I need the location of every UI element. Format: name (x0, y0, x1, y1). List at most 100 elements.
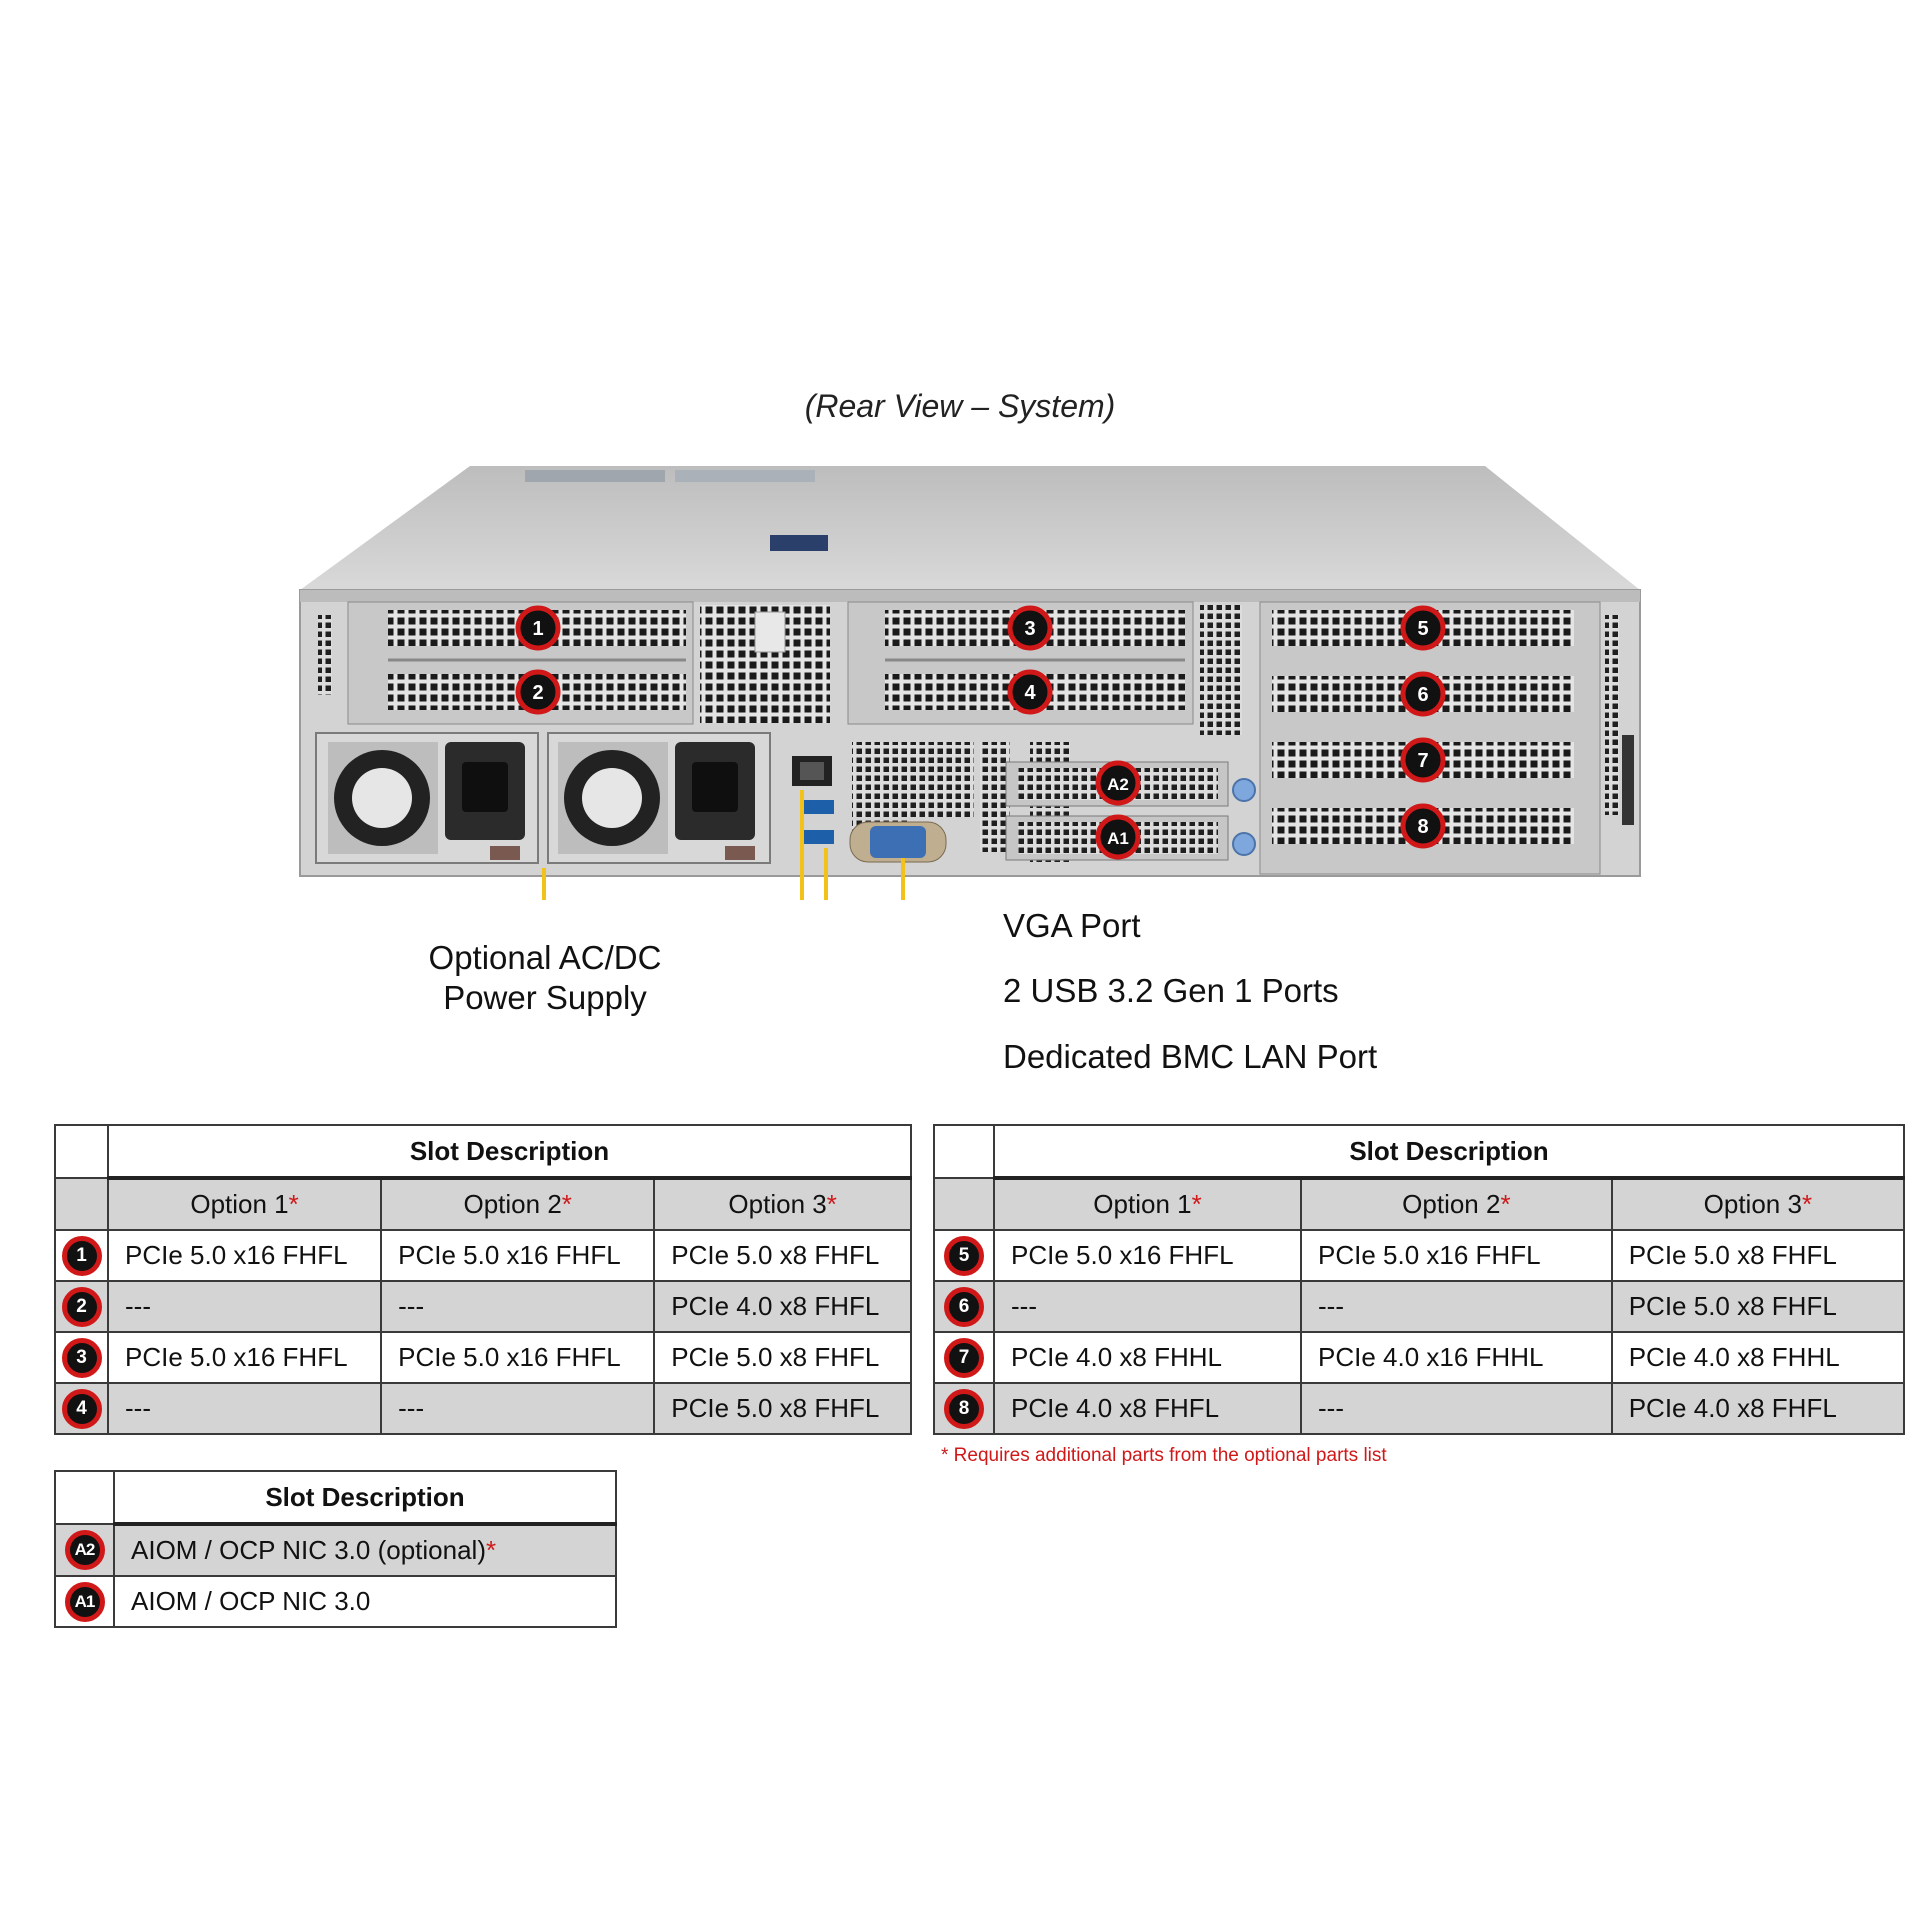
slot-table-aiom: Slot Description A2 AIOM / OCP NIC 3.0 (… (54, 1470, 617, 1628)
diagram-title: (Rear View – System) (804, 388, 1116, 424)
required-mark: * (826, 1189, 837, 1219)
table-cell: PCIe 5.0 x8 FHFL (1610, 1229, 1906, 1282)
vga-callout: VGA Port (1003, 907, 1141, 944)
table-cell: AIOM / OCP NIC 3.0 (113, 1575, 617, 1628)
table-cell: --- (106, 1280, 383, 1333)
slot-badge: 3 (61, 1337, 102, 1378)
table-cell: PCIe 5.0 x16 FHFL (106, 1331, 383, 1384)
table-cell: PCIe 4.0 x8 FHFL (992, 1382, 1303, 1435)
chassis-badge-5: 5 (1400, 605, 1446, 651)
table-cell: --- (992, 1280, 1303, 1333)
corner-cell (54, 1124, 109, 1179)
table-cell: PCIe 4.0 x8 FHHL (992, 1331, 1303, 1384)
table-cell: PCIe 5.0 x8 FHFL (1610, 1280, 1906, 1333)
table-row: A1 AIOM / OCP NIC 3.0 (54, 1575, 617, 1628)
option-label: Option 2 (1402, 1189, 1501, 1219)
option-label: Option 3 (728, 1189, 827, 1219)
table-header: Slot Description (107, 1124, 912, 1180)
slot-badge: A1 (64, 1581, 105, 1622)
table-row: 6 --- --- PCIe 5.0 x8 FHFL (933, 1280, 1906, 1333)
table-cell: PCIe 4.0 x8 FHHL (1610, 1331, 1906, 1384)
chassis-badge-label: 6 (1417, 684, 1428, 706)
chassis-badge-a1: A1 (1095, 814, 1141, 860)
chassis-badge-label: 8 (1417, 816, 1428, 838)
usb-port-1-shape (800, 800, 834, 814)
slot-badge: 4 (61, 1388, 102, 1429)
slot-badge: 8 (944, 1388, 984, 1429)
chassis-badge-label: 2 (532, 682, 543, 704)
required-mark: * (1191, 1189, 1202, 1219)
chassis-badge-4: 4 (1007, 669, 1053, 715)
table-cell: PCIe 4.0 x8 FHFL (653, 1280, 912, 1333)
table-cell: PCIe 5.0 x16 FHFL (106, 1229, 383, 1282)
slot-table-right: Slot Description Option 1* Option 2* Opt… (933, 1124, 1906, 1435)
table-cell: --- (380, 1382, 656, 1435)
corner-cell (54, 1177, 109, 1231)
table-cell: PCIe 4.0 x8 FHFL (1610, 1382, 1906, 1435)
chassis-badge-a2: A2 (1095, 760, 1141, 806)
chassis-badge-3: 3 (1007, 605, 1053, 651)
slot-badge: 7 (944, 1337, 984, 1378)
table-cell: PCIe 5.0 x16 FHFL (380, 1229, 656, 1282)
chassis-badge-1: 1 (515, 605, 561, 651)
chassis-badge-2: 2 (515, 669, 561, 715)
chassis-badge-label: 4 (1024, 682, 1036, 704)
corner-cell (933, 1177, 995, 1231)
table-row: 4 --- --- PCIe 5.0 x8 FHFL (54, 1382, 912, 1435)
table-cell: AIOM / OCP NIC 3.0 (optional)* (113, 1523, 617, 1577)
chassis-badge-label: 3 (1024, 618, 1035, 640)
required-mark: * (1801, 1189, 1813, 1219)
chassis-top (300, 466, 1640, 590)
table-row: A2 AIOM / OCP NIC 3.0 (optional)* (54, 1523, 617, 1577)
chassis-badge-label: 5 (1417, 618, 1428, 640)
slot-badge: A2 (64, 1530, 105, 1570)
aiom-description: AIOM / OCP NIC 3.0 (131, 1586, 371, 1616)
table-cell: PCIe 5.0 x16 FHFL (1300, 1229, 1613, 1282)
table-row: 8 PCIe 4.0 x8 FHFL --- PCIe 4.0 x8 FHFL (933, 1382, 1906, 1435)
table-row: 5 PCIe 5.0 x16 FHFL PCIe 5.0 x16 FHFL PC… (933, 1229, 1906, 1282)
table-cell: PCIe 5.0 x8 FHFL (653, 1382, 912, 1435)
psu-callout-line2: Power Supply (443, 979, 647, 1016)
aiom-description: AIOM / OCP NIC 3.0 (optional) (131, 1535, 486, 1565)
chassis-badge-label: A2 (1107, 775, 1129, 794)
bmc-callout: Dedicated BMC LAN Port (1003, 1038, 1378, 1075)
option-label: Option 1 (190, 1189, 289, 1219)
option-header: Option 3* (653, 1177, 912, 1231)
table-cell: PCIe 5.0 x8 FHFL (653, 1229, 912, 1282)
table-cell: PCIe 5.0 x16 FHFL (992, 1229, 1303, 1282)
required-mark: * (1500, 1189, 1511, 1219)
option-label: Option 2 (463, 1189, 562, 1219)
power-supply-1 (315, 732, 539, 864)
vga-port-shape (849, 821, 947, 863)
corner-cell (54, 1470, 115, 1525)
option-header: Option 2* (1300, 1177, 1613, 1231)
usb-port-2-shape (800, 830, 834, 844)
chassis-badge-label: 7 (1417, 750, 1428, 772)
option-header: Option 2* (380, 1177, 656, 1231)
table-cell: PCIe 5.0 x8 FHFL (653, 1331, 912, 1384)
slot-badge: 5 (944, 1235, 984, 1276)
power-supply-2 (547, 732, 771, 864)
table-cell: --- (106, 1382, 383, 1435)
chassis-badge-6: 6 (1400, 671, 1446, 717)
psu-callout-line1: Optional AC/DC (428, 939, 662, 976)
table-row: 1 PCIe 5.0 x16 FHFL PCIe 5.0 x16 FHFL PC… (54, 1229, 912, 1282)
table-header: Slot Description (993, 1124, 1905, 1180)
table-row: 3 PCIe 5.0 x16 FHFL PCIe 5.0 x16 FHFL PC… (54, 1331, 912, 1384)
slot-badge: 2 (61, 1286, 102, 1327)
table-header: Slot Description (113, 1470, 617, 1526)
chassis-badge-label: 1 (532, 618, 543, 640)
slot-badge: 1 (61, 1235, 102, 1276)
slot-badge: 6 (944, 1286, 984, 1327)
table-cell: --- (1300, 1382, 1613, 1435)
chassis-badge-8: 8 (1400, 803, 1446, 849)
psu-callout: Optional AC/DC Power Supply (410, 938, 680, 1018)
required-mark: * (561, 1189, 572, 1219)
required-mark: * (485, 1535, 497, 1565)
option-header: Option 3* (1610, 1177, 1906, 1231)
option-label: Option 1 (1093, 1189, 1192, 1219)
usb-callout: 2 USB 3.2 Gen 1 Ports (1003, 972, 1339, 1009)
table-cell: --- (1300, 1280, 1613, 1333)
